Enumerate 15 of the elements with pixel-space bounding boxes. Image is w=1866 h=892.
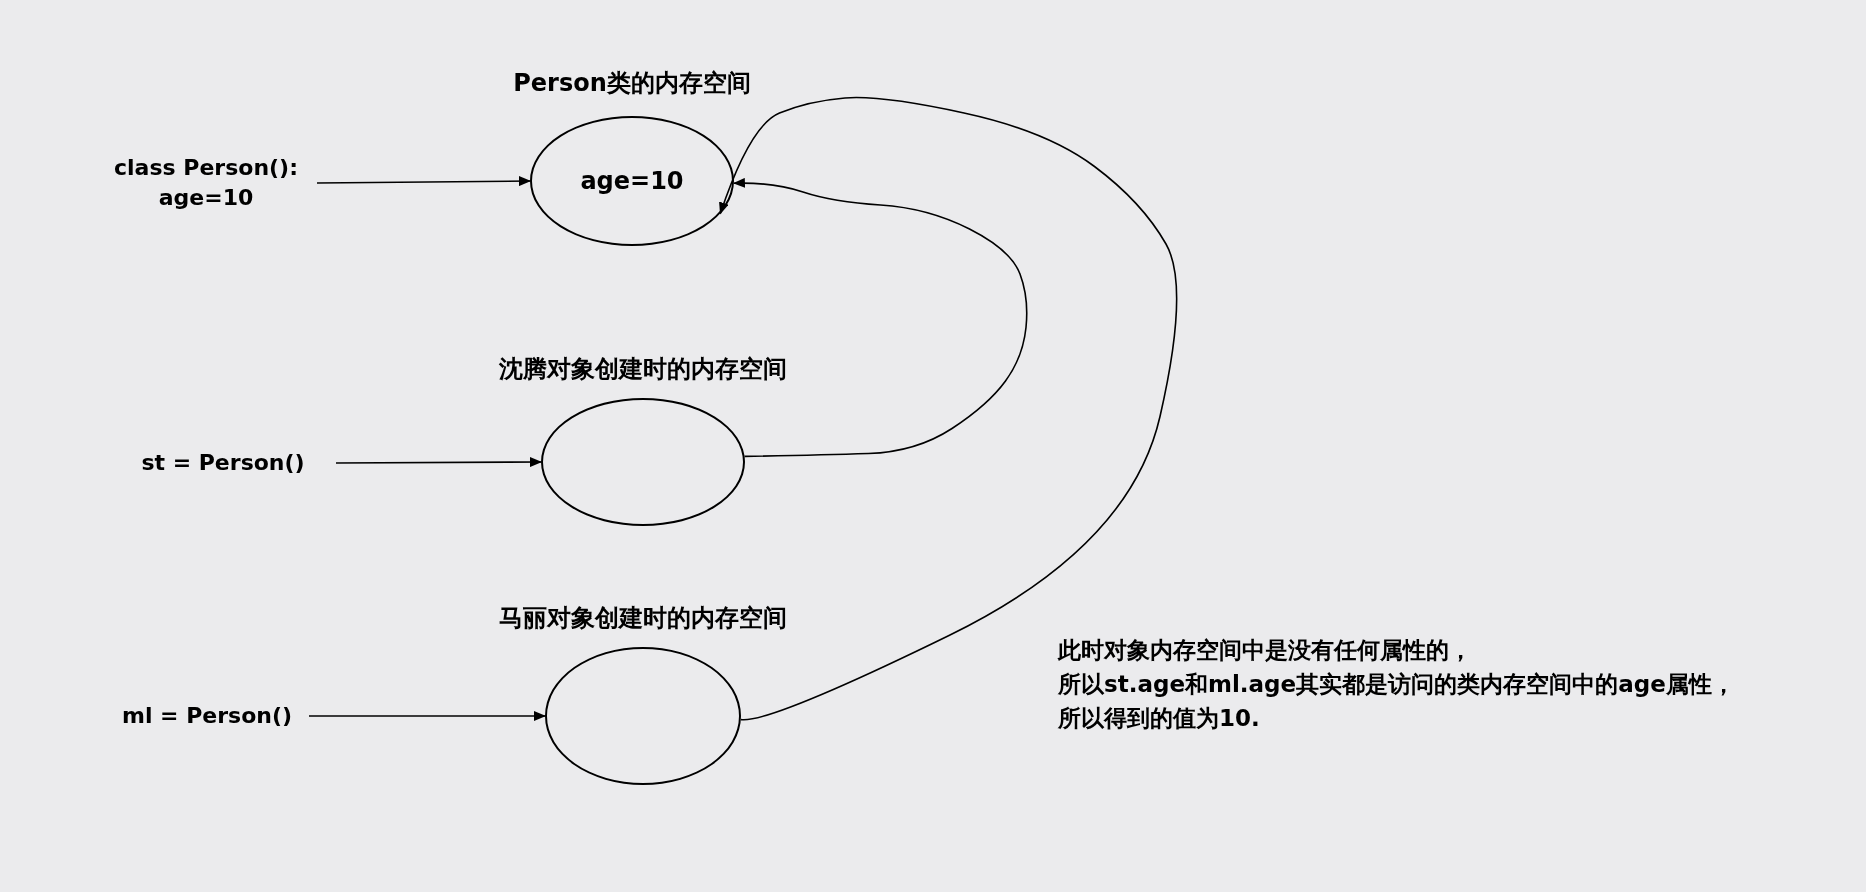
arrow [335, 457, 542, 468]
arrow [732, 178, 1028, 458]
note-text: 所以得到的值为10. [1058, 704, 1261, 733]
attribute-text: age=10 [580, 166, 684, 197]
note-text: 此时对象内存空间中是没有任何属性的， [1058, 636, 1473, 665]
code-text: st = Person() [141, 449, 305, 477]
arrow [308, 711, 546, 721]
memory-heading: 沈腾对象创建时的内存空间 [499, 354, 787, 385]
note-text: 所以st.age和ml.age其实都是访问的类内存空间中的age属性， [1058, 670, 1735, 699]
arrow [316, 176, 531, 187]
code-text: class Person(): age=10 [113, 154, 299, 212]
memory-heading: Person类的内存空间 [513, 68, 751, 99]
memory-heading: 马丽对象创建时的内存空间 [499, 603, 787, 634]
code-text: ml = Person() [121, 702, 293, 730]
arrow [719, 96, 1178, 721]
